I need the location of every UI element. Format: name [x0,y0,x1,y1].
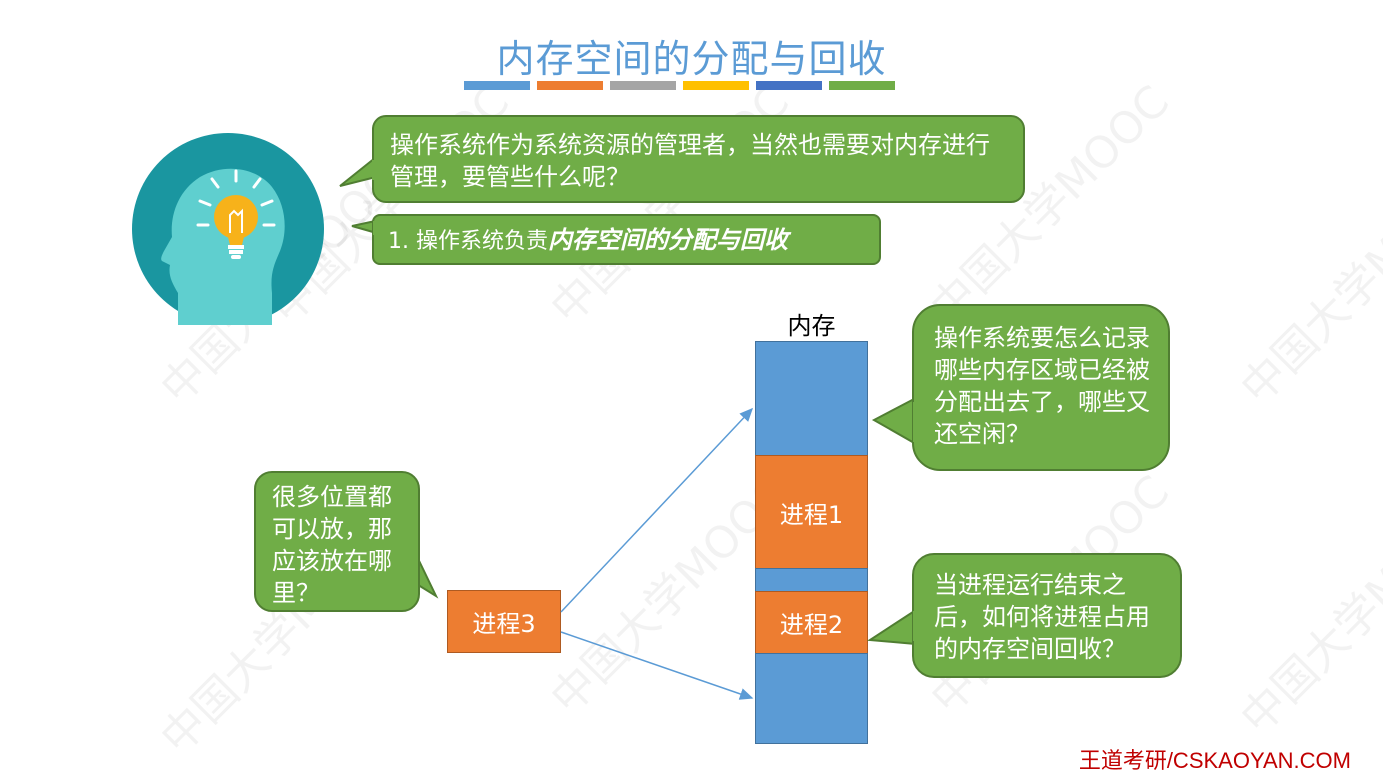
title-bar-segment [683,81,749,90]
answer-bubble: 1. 操作系统负责内存空间的分配与回收 [372,214,881,265]
record-bubble: 操作系统要怎么记录哪些内存区域已经被分配出去了，哪些又还空闲？ [912,304,1170,471]
bubble-tail-joint [373,221,379,235]
process-2-label: 进程2 [779,611,844,639]
memory-free-bottom [755,653,868,744]
reclaim-bubble: 当进程运行结束之后，如何将进程占用的内存空间回收？ [912,553,1182,678]
page-title: 内存空间的分配与回收 [496,37,887,81]
question-text: 操作系统作为系统资源的管理者，当然也需要对内存进行管理，要管些什么呢？ [390,131,990,191]
memory-free-top [755,341,868,456]
answer-emphasis: 内存空间的分配与回收 [547,226,788,254]
arrow-to-top-free [560,407,754,613]
bubble-tail-joint [412,548,418,578]
answer-prefix: 1. 操作系统负责 [388,229,548,254]
where-bubble: 很多位置都可以放，那应该放在哪里？ [254,471,420,612]
record-text: 操作系统要怎么记录哪些内存区域已经被分配出去了，哪些又还空闲？ [934,324,1150,448]
bubble-tail [867,608,917,646]
head-lightbulb-icon [132,133,324,325]
footer-brand: 王道考研/CSKAOYAN.COM [1078,748,1351,773]
memory-label: 内存 [787,312,836,340]
question-bubble: 操作系统作为系统资源的管理者，当然也需要对内存进行管理，要管些什么呢？ [372,115,1025,203]
where-text: 很多位置都可以放，那应该放在哪里？ [272,483,392,607]
process-2-block: 进程2 [755,591,868,654]
process-1-block: 进程1 [755,455,868,569]
bubble-tail-joint [372,160,378,180]
process-3-label: 进程3 [472,610,536,638]
title-bar-segment [464,81,530,90]
process-1-label: 进程1 [779,500,844,529]
reclaim-text: 当进程运行结束之后，如何将进程占用的内存空间回收？ [934,571,1150,663]
bubble-tail-joint [913,611,919,641]
title-bar-segment [610,81,676,90]
bubble-tail-joint [913,402,919,442]
arrow-to-bottom-free [560,631,754,700]
title-bar-segment [537,81,603,90]
title-bar-segment [829,81,895,90]
title-bar-segment [756,81,822,90]
process-3-block: 进程3 [447,590,561,653]
